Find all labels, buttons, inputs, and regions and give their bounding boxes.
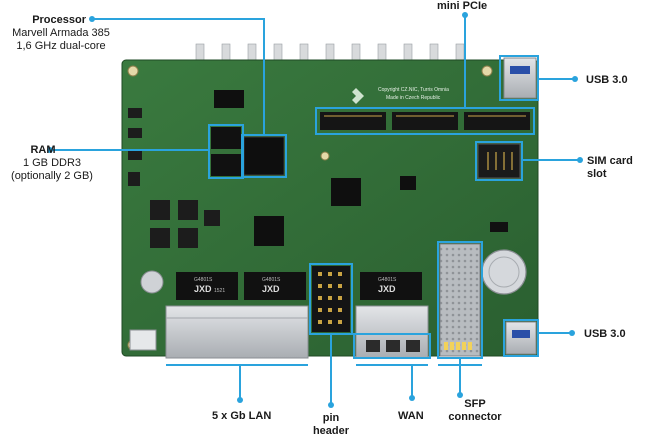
ram-label: RAM 1 GB DDR3 (optionally 2 GB): [0, 144, 104, 183]
chip-code-1: G4801S: [194, 277, 213, 283]
processor-line2: 1,6 GHz dual-core: [16, 40, 106, 52]
lan-ports: [165, 305, 309, 359]
mini-pcie-slots: [320, 112, 530, 130]
board-made-in: Made in Czech Republic: [386, 95, 441, 101]
sfp-label: SFP connector: [440, 398, 510, 424]
chip-label-2: JXD: [262, 284, 280, 294]
processor-label: Processor: [0, 14, 86, 27]
callout-lines: [50, 15, 580, 405]
processor-detail: Marvell Armada 385 1,6 GHz dual-core: [0, 27, 122, 53]
ram-chips: [211, 127, 241, 176]
sfp-cage: [439, 243, 481, 357]
pin-header-line1: pin: [322, 412, 340, 424]
sfp-line1: SFP: [464, 398, 486, 410]
processor-line1: Marvell Armada 385: [12, 27, 110, 39]
ram-line2: (optionally 2 GB): [11, 170, 93, 182]
chip-code-2: G4801S: [262, 277, 281, 283]
sim-slot-label: SIM card slot: [587, 155, 633, 180]
sim-slot: [477, 143, 521, 179]
sfp-leds: [444, 342, 472, 350]
board-copyright: Copyright CZ.NIC, Turris Omnia: [378, 87, 449, 93]
callout-boxes: [208, 55, 539, 359]
lan-magnetics: [176, 272, 422, 300]
lan-label: 5 x Gb LAN: [212, 410, 272, 422]
chip-label-1: JXD: [194, 284, 212, 294]
usb-top-port: [503, 57, 537, 99]
chip-label-3: JXD: [378, 284, 396, 294]
callout-dots: [47, 12, 583, 408]
power-jack: [129, 329, 157, 351]
ram-title: RAM: [30, 144, 56, 156]
other-chips: [214, 90, 416, 246]
pin-header-label: pin header: [305, 412, 357, 438]
board-logo: [352, 88, 364, 104]
sfp-line2: connector: [448, 411, 502, 423]
left-components: [128, 108, 220, 248]
usb-bottom-label: USB 3.0: [584, 328, 626, 340]
chip-code-b: 1521: [214, 288, 225, 294]
processor-title: Processor: [32, 14, 86, 26]
chip-code-3: G4801S: [378, 277, 397, 283]
usb-top-label: USB 3.0: [586, 74, 628, 86]
pin-header-pins: [318, 272, 342, 324]
mini-pcie-label: mini PCIe: [437, 0, 488, 12]
pin-header-line2: header: [312, 425, 350, 437]
processor-chip: [243, 136, 285, 176]
antenna-connectors: [195, 43, 465, 67]
wan-label: WAN: [398, 410, 424, 422]
ram-line1: 1 GB DDR3: [22, 157, 82, 169]
coin-battery-left: [140, 270, 164, 294]
